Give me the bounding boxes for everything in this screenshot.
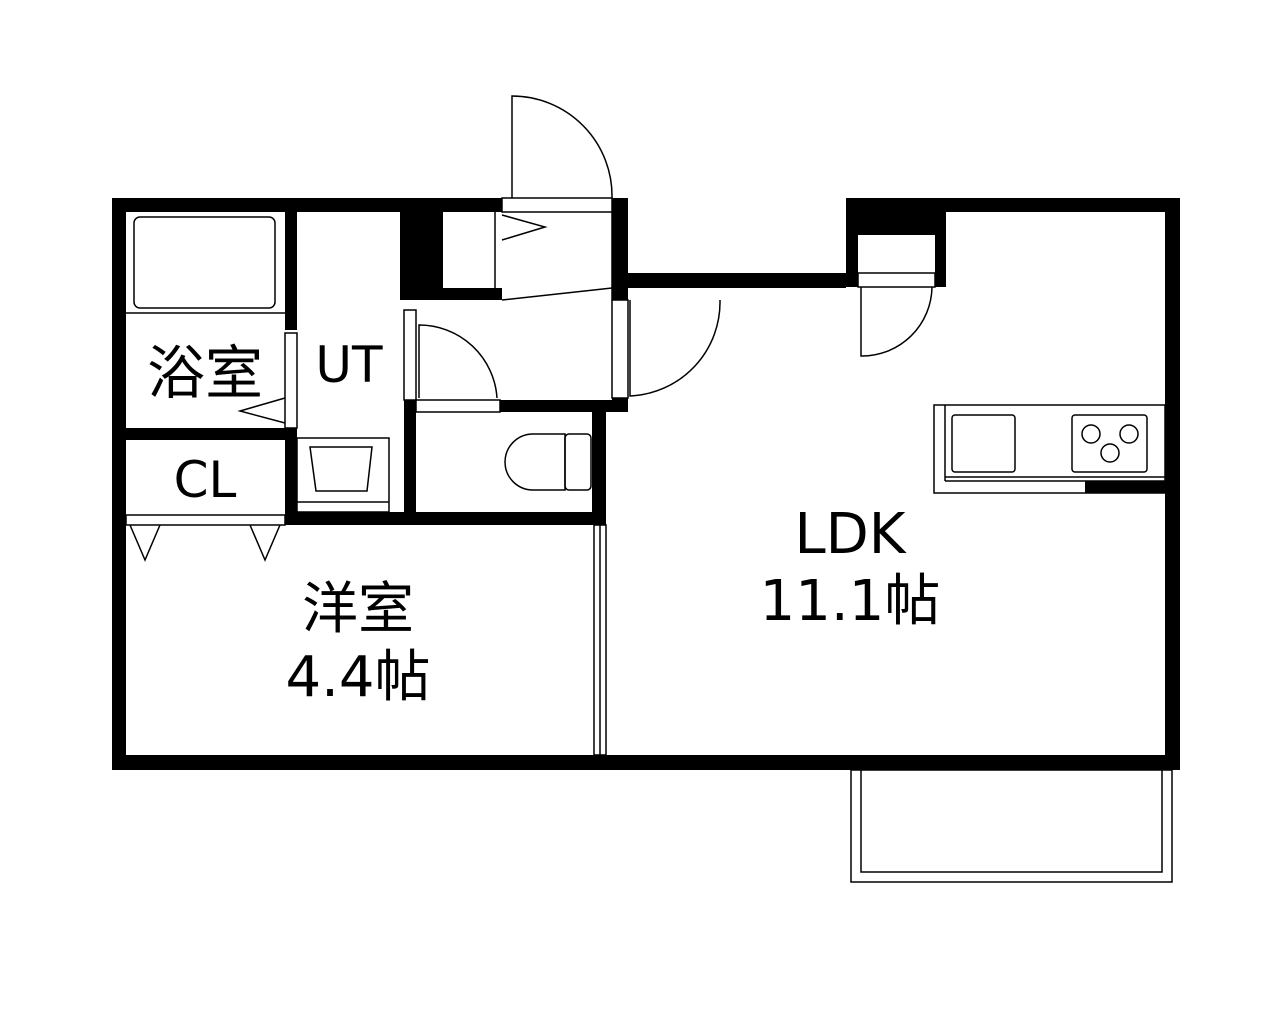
- ldk-door-swing: [629, 299, 721, 397]
- room-size-western: 4.4帖: [285, 645, 430, 710]
- sink: [951, 414, 1016, 473]
- kitchen-counter: [933, 404, 1166, 494]
- room-label-utility: UT: [315, 336, 383, 394]
- toilet-door-swing: [418, 324, 498, 399]
- room-label-ldk: LDK: [794, 502, 906, 567]
- balcony: [850, 769, 1173, 883]
- washbasin-counter: [296, 437, 390, 513]
- entrance-door-swing: [511, 95, 613, 199]
- room-label-western: 洋室: [302, 577, 414, 642]
- fixtures: [125, 95, 1173, 883]
- burner: [1119, 424, 1139, 444]
- burner: [1100, 443, 1120, 463]
- bath-door: [284, 332, 298, 429]
- washbasin: [309, 446, 373, 492]
- closet-door-right: [249, 524, 281, 562]
- room-label-closet: CL: [174, 451, 237, 509]
- entrance-door-frame: [501, 197, 613, 213]
- interior-walls: [112, 198, 628, 525]
- stove: [1071, 414, 1148, 473]
- outer-walls: [112, 198, 1180, 770]
- closet-door-left: [129, 524, 161, 562]
- burner: [1081, 424, 1101, 444]
- toilet: [504, 433, 566, 491]
- room-label-bath: 浴室: [147, 339, 263, 407]
- room-size-ldk: 11.1帖: [760, 569, 941, 634]
- bathtub: [133, 216, 276, 309]
- storage-door-swing: [860, 286, 933, 357]
